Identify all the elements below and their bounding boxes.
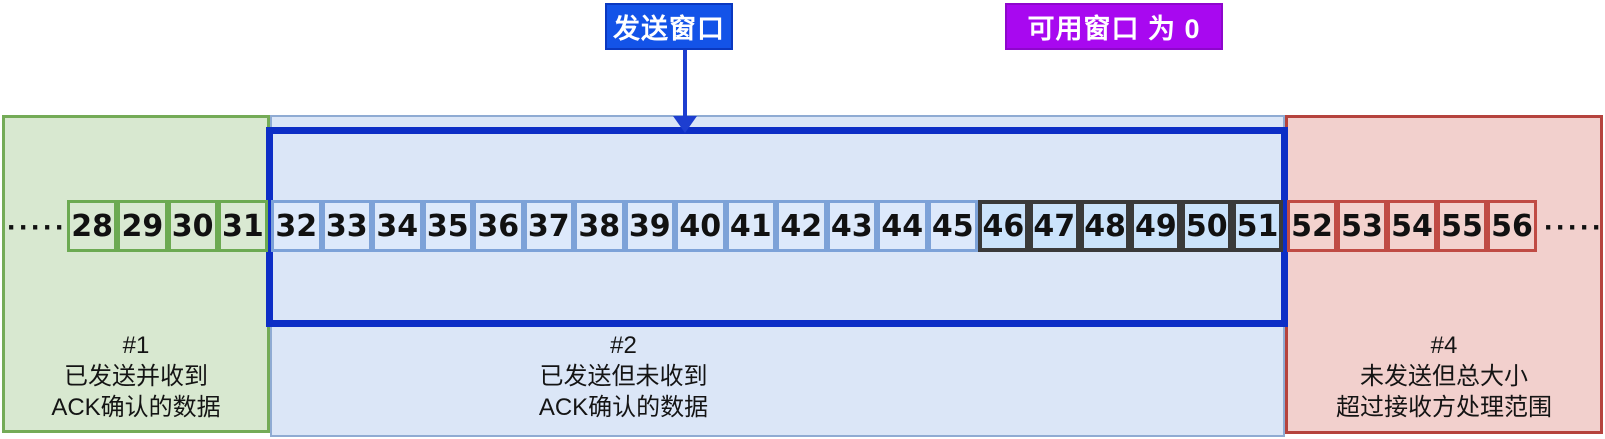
send-window-arrow-line [683, 50, 687, 118]
caption-acked: #1 已发送并收到 ACK确认的数据 [51, 332, 221, 421]
region-send-window-area [270, 115, 1285, 437]
cell-47: 47 [1028, 200, 1080, 252]
cell-48: 48 [1079, 200, 1131, 252]
cell-39: 39 [624, 200, 675, 252]
cell-56: 56 [1487, 200, 1537, 252]
cell-29: 29 [117, 200, 168, 252]
send-window-arrowhead-icon [673, 116, 697, 133]
cell-41: 41 [725, 200, 776, 252]
cell-52: 52 [1287, 200, 1337, 252]
cell-49: 49 [1130, 200, 1182, 252]
cell-37: 37 [523, 200, 574, 252]
cell-55: 55 [1437, 200, 1487, 252]
cell-36: 36 [473, 200, 524, 252]
caption-beyond-window: #4 未发送但总大小 超过接收方处理范围 [1336, 332, 1552, 421]
cell-51: 51 [1232, 200, 1283, 252]
cell-30: 30 [167, 200, 218, 252]
cell-44: 44 [877, 200, 928, 252]
left-ellipsis: ····· [7, 211, 67, 244]
cell-35: 35 [422, 200, 473, 252]
send-window-label: 发送窗口 [605, 3, 733, 50]
cell-32: 32 [271, 200, 322, 252]
cell-28: 28 [67, 200, 118, 252]
cell-42: 42 [776, 200, 827, 252]
cell-40: 40 [675, 200, 726, 252]
available-window-zero-label: 可用窗口 为 0 [1005, 3, 1223, 50]
cell-43: 43 [826, 200, 877, 252]
right-ellipsis: ····· [1544, 211, 1604, 244]
cell-33: 33 [321, 200, 372, 252]
cell-34: 34 [372, 200, 423, 252]
send-window-outline [266, 127, 1288, 327]
cell-31: 31 [217, 200, 268, 252]
cell-45: 45 [927, 200, 978, 252]
region-beyond-window [1285, 115, 1603, 434]
cell-50: 50 [1181, 200, 1233, 252]
cell-54: 54 [1387, 200, 1437, 252]
cell-53: 53 [1337, 200, 1387, 252]
cell-46: 46 [978, 200, 1029, 252]
cell-38: 38 [574, 200, 625, 252]
caption-sent-unacked: #2 已发送但未收到 ACK确认的数据 [538, 332, 709, 421]
region-acked-data [2, 115, 270, 433]
